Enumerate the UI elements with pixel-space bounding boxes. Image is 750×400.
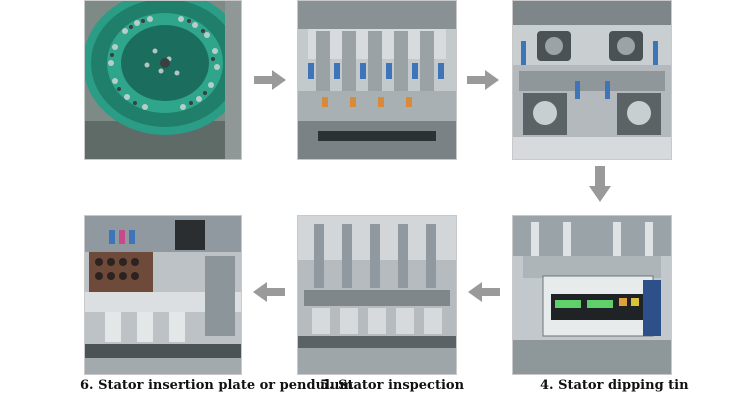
step-5-caption: 5. Stator inspection	[320, 378, 465, 393]
step-6-photo	[84, 215, 242, 375]
step-4-caption: 4. Stator dipping tin	[540, 378, 689, 393]
step-5-photo	[297, 215, 457, 375]
arrow-left-icon	[253, 282, 285, 302]
step-6-caption: 6. Stator insertion plate or pendulum	[80, 378, 354, 393]
arrow-down-icon	[589, 166, 611, 202]
arrow-right-icon	[467, 70, 499, 90]
step-4-photo	[512, 215, 672, 375]
arrow-left-icon	[468, 282, 500, 302]
arrow-right-icon	[254, 70, 286, 90]
step-1-photo	[84, 0, 242, 160]
step-2-photo	[297, 0, 457, 160]
step-3-photo	[512, 0, 672, 160]
